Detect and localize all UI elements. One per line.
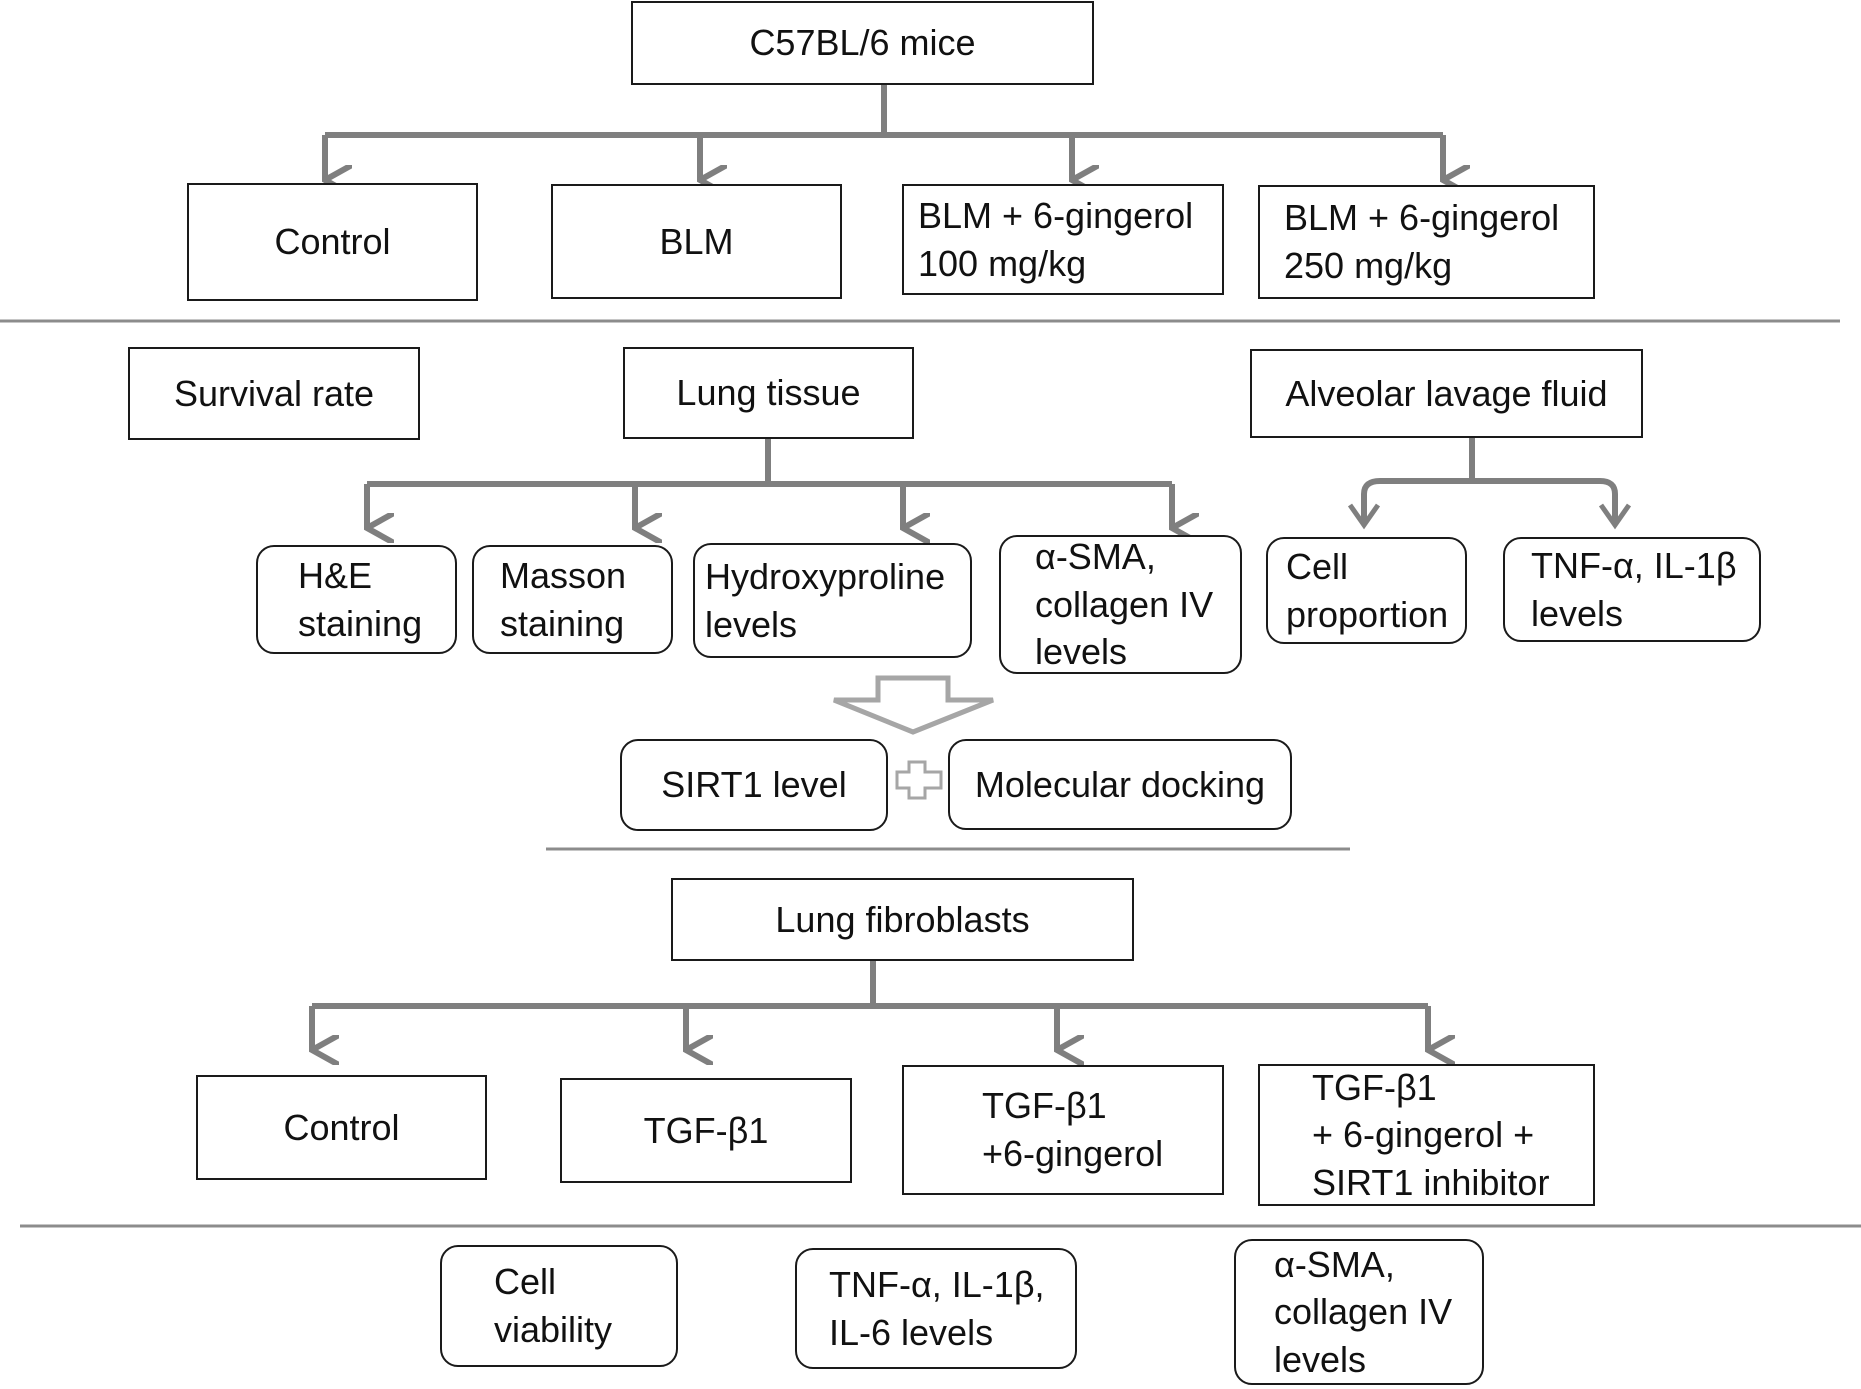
node-label: Alveolar lavage fluid xyxy=(1285,372,1608,414)
assay-asma-collagen: α-SMA, collagen IV levels xyxy=(999,535,1242,674)
balf-node: Alveolar lavage fluid xyxy=(1250,349,1643,438)
assay-label: Masson staining xyxy=(500,554,627,644)
connector-root-groups xyxy=(322,84,1443,180)
group-blm: BLM xyxy=(551,184,842,299)
root-node: C57BL/6 mice xyxy=(631,1,1094,85)
assay-masson-staining: Masson staining xyxy=(472,545,673,654)
plus-icon xyxy=(895,760,943,800)
survival-rate-node: Survival rate xyxy=(128,347,420,440)
connector-fibroblast-groups xyxy=(309,960,1428,1050)
lung-fibroblasts-node: Lung fibroblasts xyxy=(671,878,1134,961)
group-label: TGF-β1 +6-gingerol xyxy=(982,1085,1164,1174)
hollow-down-arrow xyxy=(833,675,994,735)
assay-cell-proportion: Cell proportion xyxy=(1266,537,1467,644)
group-blm-gingerol-250: BLM + 6-gingerol 250 mg/kg xyxy=(1258,185,1595,299)
group-label: TGF-β1 xyxy=(643,1109,769,1151)
assay-label: H&E staining xyxy=(298,554,423,644)
node-label: Molecular docking xyxy=(974,763,1266,805)
invitro-group-tgfb1-gingerol: TGF-β1 +6-gingerol xyxy=(902,1065,1224,1195)
group-label: Control xyxy=(283,1106,400,1148)
assay-hydroxyproline: Hydroxyproline levels xyxy=(693,543,972,658)
assay-label: TNF-α, IL-1β levels xyxy=(1531,544,1737,634)
group-label: BLM xyxy=(659,220,734,262)
assay-label: TNF-α, IL-1β, IL-6 levels xyxy=(829,1263,1045,1353)
molecular-docking-node: Molecular docking xyxy=(948,739,1292,830)
group-label: TGF-β1 + 6-gingerol + SIRT1 inhibitor xyxy=(1312,1066,1550,1203)
node-label: Lung tissue xyxy=(676,372,861,414)
group-label: BLM + 6-gingerol 250 mg/kg xyxy=(1284,197,1560,286)
connector-balf-assays xyxy=(1347,438,1632,530)
node-label: SIRT1 level xyxy=(661,764,847,806)
root-label: C57BL/6 mice xyxy=(749,22,976,64)
assay-tnf-il1b-il6: TNF-α, IL-1β, IL-6 levels xyxy=(795,1248,1077,1369)
assay-he-staining: H&E staining xyxy=(256,545,457,654)
group-control: Control xyxy=(187,183,478,301)
lung-tissue-node: Lung tissue xyxy=(623,347,914,439)
invitro-group-control: Control xyxy=(196,1075,487,1180)
assay-label: α-SMA, collagen IV levels xyxy=(1274,1243,1453,1380)
assay-label: Cell viability xyxy=(494,1261,613,1350)
invitro-group-tgfb1: TGF-β1 xyxy=(560,1078,852,1183)
node-label: Lung fibroblasts xyxy=(775,898,1030,940)
assay-label: Cell proportion xyxy=(1286,545,1449,635)
invitro-group-tgfb1-gingerol-sirt1i: TGF-β1 + 6-gingerol + SIRT1 inhibitor xyxy=(1258,1064,1595,1206)
assay-cell-viability: Cell viability xyxy=(440,1245,678,1367)
assay-invitro-asma-collagen: α-SMA, collagen IV levels xyxy=(1234,1239,1484,1385)
group-label: Control xyxy=(274,221,391,263)
connector-lung-tissue-assays xyxy=(364,439,1172,528)
sirt1-level-node: SIRT1 level xyxy=(620,739,888,831)
node-label: Survival rate xyxy=(173,372,375,414)
assay-tnf-il1b: TNF-α, IL-1β levels xyxy=(1503,537,1761,642)
assay-label: α-SMA, collagen IV levels xyxy=(1035,536,1214,673)
assay-label: Hydroxyproline levels xyxy=(705,555,946,645)
group-blm-gingerol-100: BLM + 6-gingerol 100 mg/kg xyxy=(902,184,1224,295)
group-label: BLM + 6-gingerol 100 mg/kg xyxy=(918,194,1194,284)
